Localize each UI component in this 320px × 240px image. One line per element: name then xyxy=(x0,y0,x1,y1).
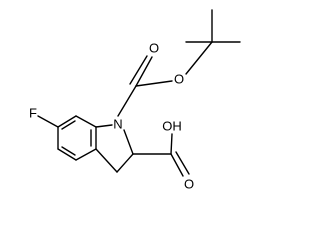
ester-oxygen-label: O xyxy=(174,72,184,87)
bond-c7a-n1 xyxy=(95,124,113,128)
bond-c7-c6 xyxy=(57,115,77,128)
bond-c7a-c7 xyxy=(75,115,97,128)
bond-c4-c3a xyxy=(75,148,97,161)
nitrogen-atom-label: N xyxy=(113,117,122,132)
bond-c7-c6-inner xyxy=(61,120,76,130)
bond-acid-carbon-hydroxyl xyxy=(170,133,173,155)
carboxylic-acid-group xyxy=(132,133,190,177)
bond-c5-c4-inner xyxy=(61,146,76,156)
bond-acid-carbonyl-inner xyxy=(175,151,190,175)
hydroxyl-label: OH xyxy=(162,119,182,134)
bond-carbonyl-ester-oxygen xyxy=(135,80,173,87)
fluorine-atom-label: F xyxy=(29,106,37,121)
benzene-ring xyxy=(57,115,97,161)
bond-c6-fluorine xyxy=(37,115,59,128)
bond-n1-c2 xyxy=(123,129,134,155)
five-membered-ring xyxy=(95,124,134,173)
bond-n1-carbonyl xyxy=(117,85,137,117)
boc-carbonyl-oxygen-label: O xyxy=(149,41,159,56)
bond-carbonyl-double-outer xyxy=(135,56,153,87)
boc-protecting-group xyxy=(117,9,241,117)
bond-c3-c3a xyxy=(95,148,118,173)
bond-carbonyl-double-inner xyxy=(129,55,148,85)
bond-c2-c3 xyxy=(116,153,134,173)
chemical-structure-diagram: F N O O OH O xyxy=(29,9,241,192)
bond-c5-c4 xyxy=(57,148,77,161)
acid-carbonyl-oxygen-label: O xyxy=(184,177,194,192)
bond-ester-oxygen-quaternary-carbon xyxy=(185,41,213,75)
bond-acid-carbonyl-outer xyxy=(170,153,184,177)
